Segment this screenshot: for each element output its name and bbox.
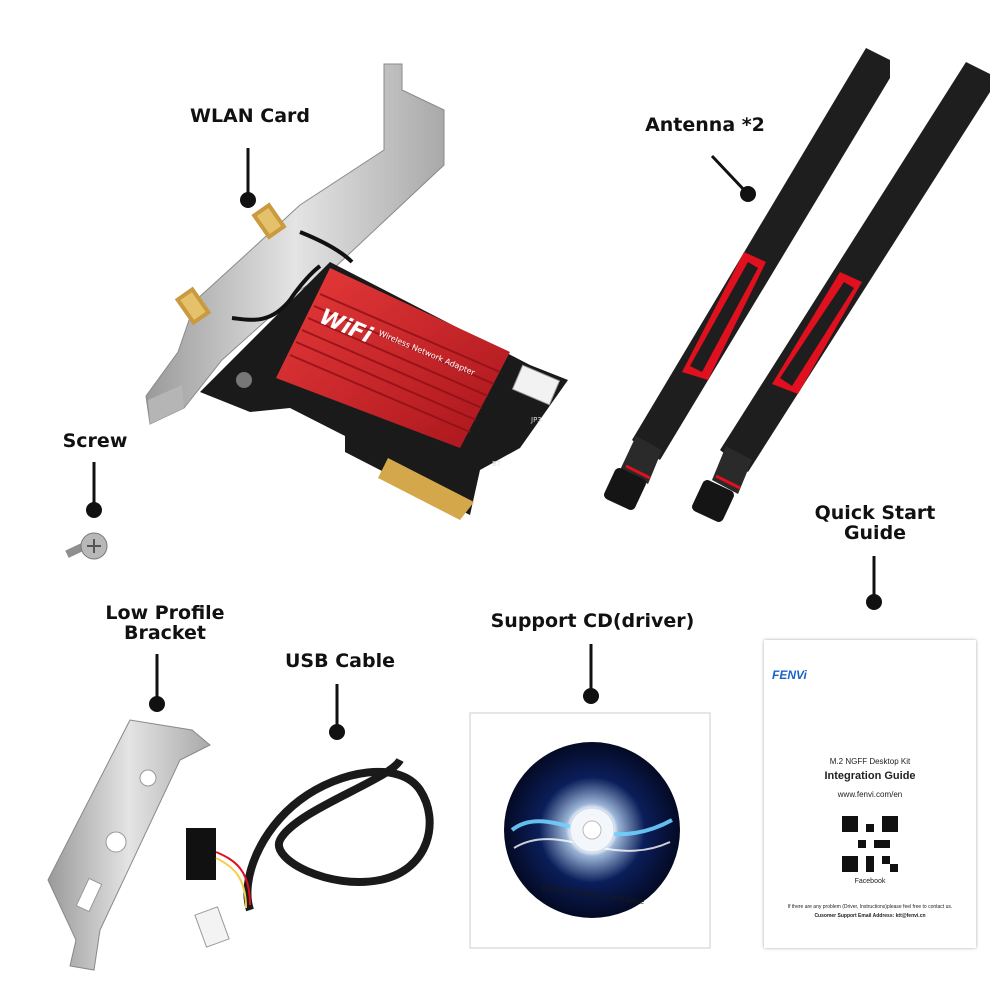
antenna-2: [692, 62, 990, 522]
qr-code-icon: [842, 816, 898, 872]
silk-bt: BT: [492, 460, 502, 468]
label-antenna: Antenna *2: [645, 114, 765, 136]
sma-connector-top: [251, 202, 287, 240]
label-screw: Screw: [62, 430, 128, 452]
label-usb-cable: USB Cable: [285, 650, 395, 672]
jst-plug: [194, 906, 230, 948]
guide-url: www.fenvi.com/en: [837, 790, 903, 799]
wlan-card: WiFi Wireless Network Adapter JP3 BT: [145, 63, 568, 520]
usb-header-connector: [511, 364, 561, 406]
label-support-cd: Support CD(driver): [490, 610, 695, 632]
callouts: [86, 148, 882, 740]
antenna-1: [604, 48, 890, 510]
low-profile-bracket: [47, 719, 211, 971]
silk-jp3: JP3: [530, 416, 542, 424]
label-low-profile: Low Profile Bracket: [105, 602, 225, 644]
label-quick-start: Quick Start Guide: [814, 502, 936, 544]
guide-support-line: Cusomer Support Email Address: ktt@fenvi…: [814, 913, 926, 919]
quick-start-guide: FENVi M.2 NGFF Desktop Kit Integration G…: [764, 640, 976, 948]
gold-contacts: [378, 458, 474, 520]
guide-help-line: If there are any problem (Driver, Instru…: [787, 904, 953, 910]
red-heatsink: [276, 268, 510, 448]
sma-connector-bottom: [174, 286, 212, 326]
screw: [65, 532, 108, 560]
guide-title: Integration Guide: [824, 770, 916, 782]
usb-header-plug: [186, 828, 216, 880]
support-cd: [469, 712, 711, 949]
guide-brand: FENVi: [772, 668, 807, 682]
label-wlan-card: WLAN Card: [189, 105, 311, 127]
antenna-pair: [604, 48, 990, 522]
guide-kit-name: M.2 NGFF Desktop Kit: [829, 757, 911, 766]
usb-cable: [186, 757, 434, 948]
guide-qr-caption: Facebook: [854, 878, 886, 885]
